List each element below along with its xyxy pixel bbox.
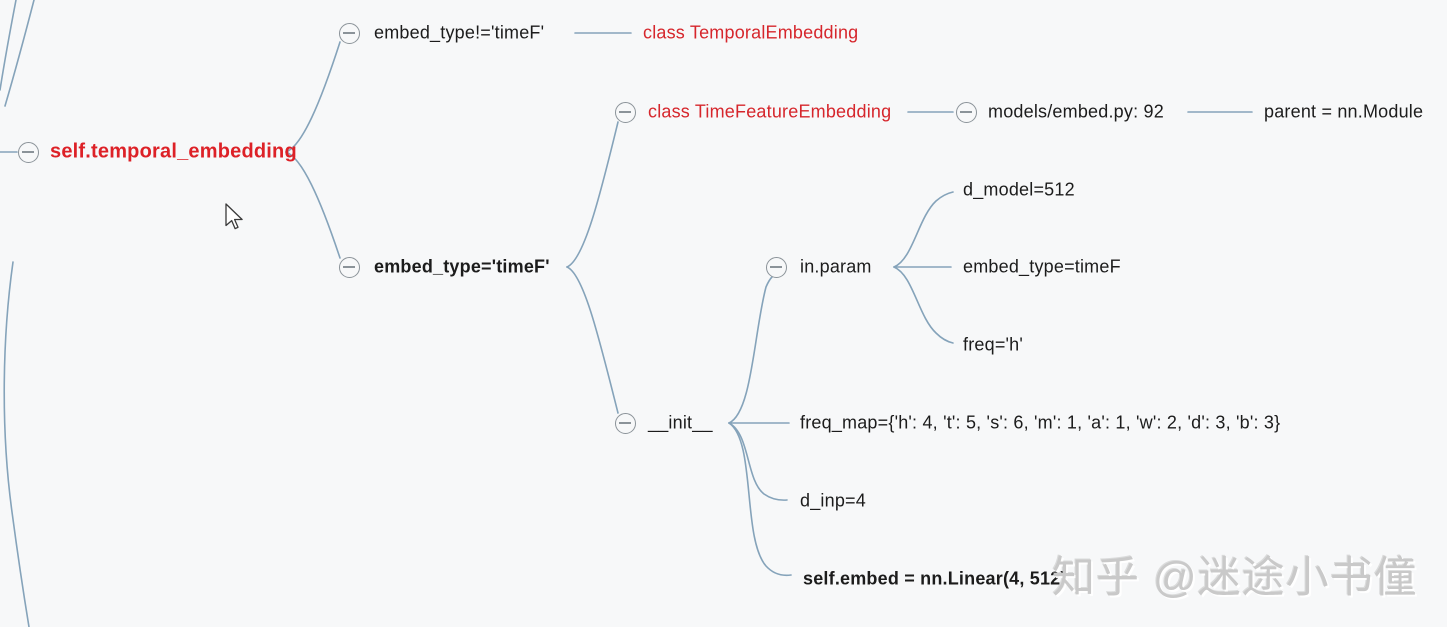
branch-curve — [566, 121, 619, 268]
offscreen-branch-line — [4, 0, 35, 107]
node-root-self-temporal-embedding[interactable]: self.temporal_embedding — [50, 140, 297, 163]
node-parent-module[interactable]: parent = nn.Module — [1264, 101, 1424, 122]
node-d-inp[interactable]: d_inp=4 — [800, 490, 866, 511]
branch-curve — [566, 266, 619, 414]
branch-curve — [893, 191, 954, 268]
branch-curve — [893, 266, 954, 344]
offscreen-branch-line — [0, 0, 17, 91]
node-in-param[interactable]: in.param — [800, 256, 872, 277]
collapse-toggle-in-param[interactable] — [765, 256, 787, 278]
offscreen-branch-line — [3, 261, 30, 627]
node-embed-type-param[interactable]: embed_type=timeF — [963, 256, 1121, 277]
node-class-timefeature-embedding[interactable]: class TimeFeatureEmbedding — [648, 101, 892, 122]
minus-icon — [619, 111, 631, 113]
collapse-toggle-init[interactable] — [614, 412, 636, 434]
minus-icon — [22, 151, 34, 153]
branch-curve — [728, 422, 792, 577]
node-freq-map[interactable]: freq_map={'h': 4, 't': 5, 's': 6, 'm': 1… — [800, 412, 1281, 433]
node-embed-type-not-timef[interactable]: embed_type!='timeF' — [374, 22, 545, 43]
collapse-toggle-embed-type-not-timef[interactable] — [338, 22, 360, 44]
zhihu-watermark: 知乎 @迷途小书僮 — [1052, 554, 1418, 602]
collapse-toggle-class-timefeature[interactable] — [614, 101, 636, 123]
node-self-embed[interactable]: self.embed = nn.Linear(4, 512) — [803, 568, 1067, 589]
collapse-toggle-root[interactable] — [17, 141, 39, 163]
branch-curve — [728, 422, 788, 501]
branch-curve — [285, 151, 341, 259]
minus-icon — [343, 32, 355, 34]
branch-curve — [285, 41, 341, 153]
node-class-temporal-embedding[interactable]: class TemporalEmbedding — [643, 22, 859, 43]
node-embed-type-timef[interactable]: embed_type='timeF' — [374, 256, 550, 277]
branch-curve — [728, 276, 773, 424]
node-file-ref[interactable]: models/embed.py: 92 — [988, 101, 1164, 122]
minus-icon — [343, 266, 355, 268]
node-init[interactable]: __init__ — [648, 412, 713, 433]
minus-icon — [770, 266, 782, 268]
minus-icon — [960, 111, 972, 113]
minus-icon — [619, 422, 631, 424]
node-d-model[interactable]: d_model=512 — [963, 179, 1075, 200]
collapse-toggle-file-ref[interactable] — [955, 101, 977, 123]
node-freq[interactable]: freq='h' — [963, 334, 1024, 355]
mouse-cursor-icon — [225, 203, 243, 230]
collapse-toggle-embed-type-timef[interactable] — [338, 256, 360, 278]
